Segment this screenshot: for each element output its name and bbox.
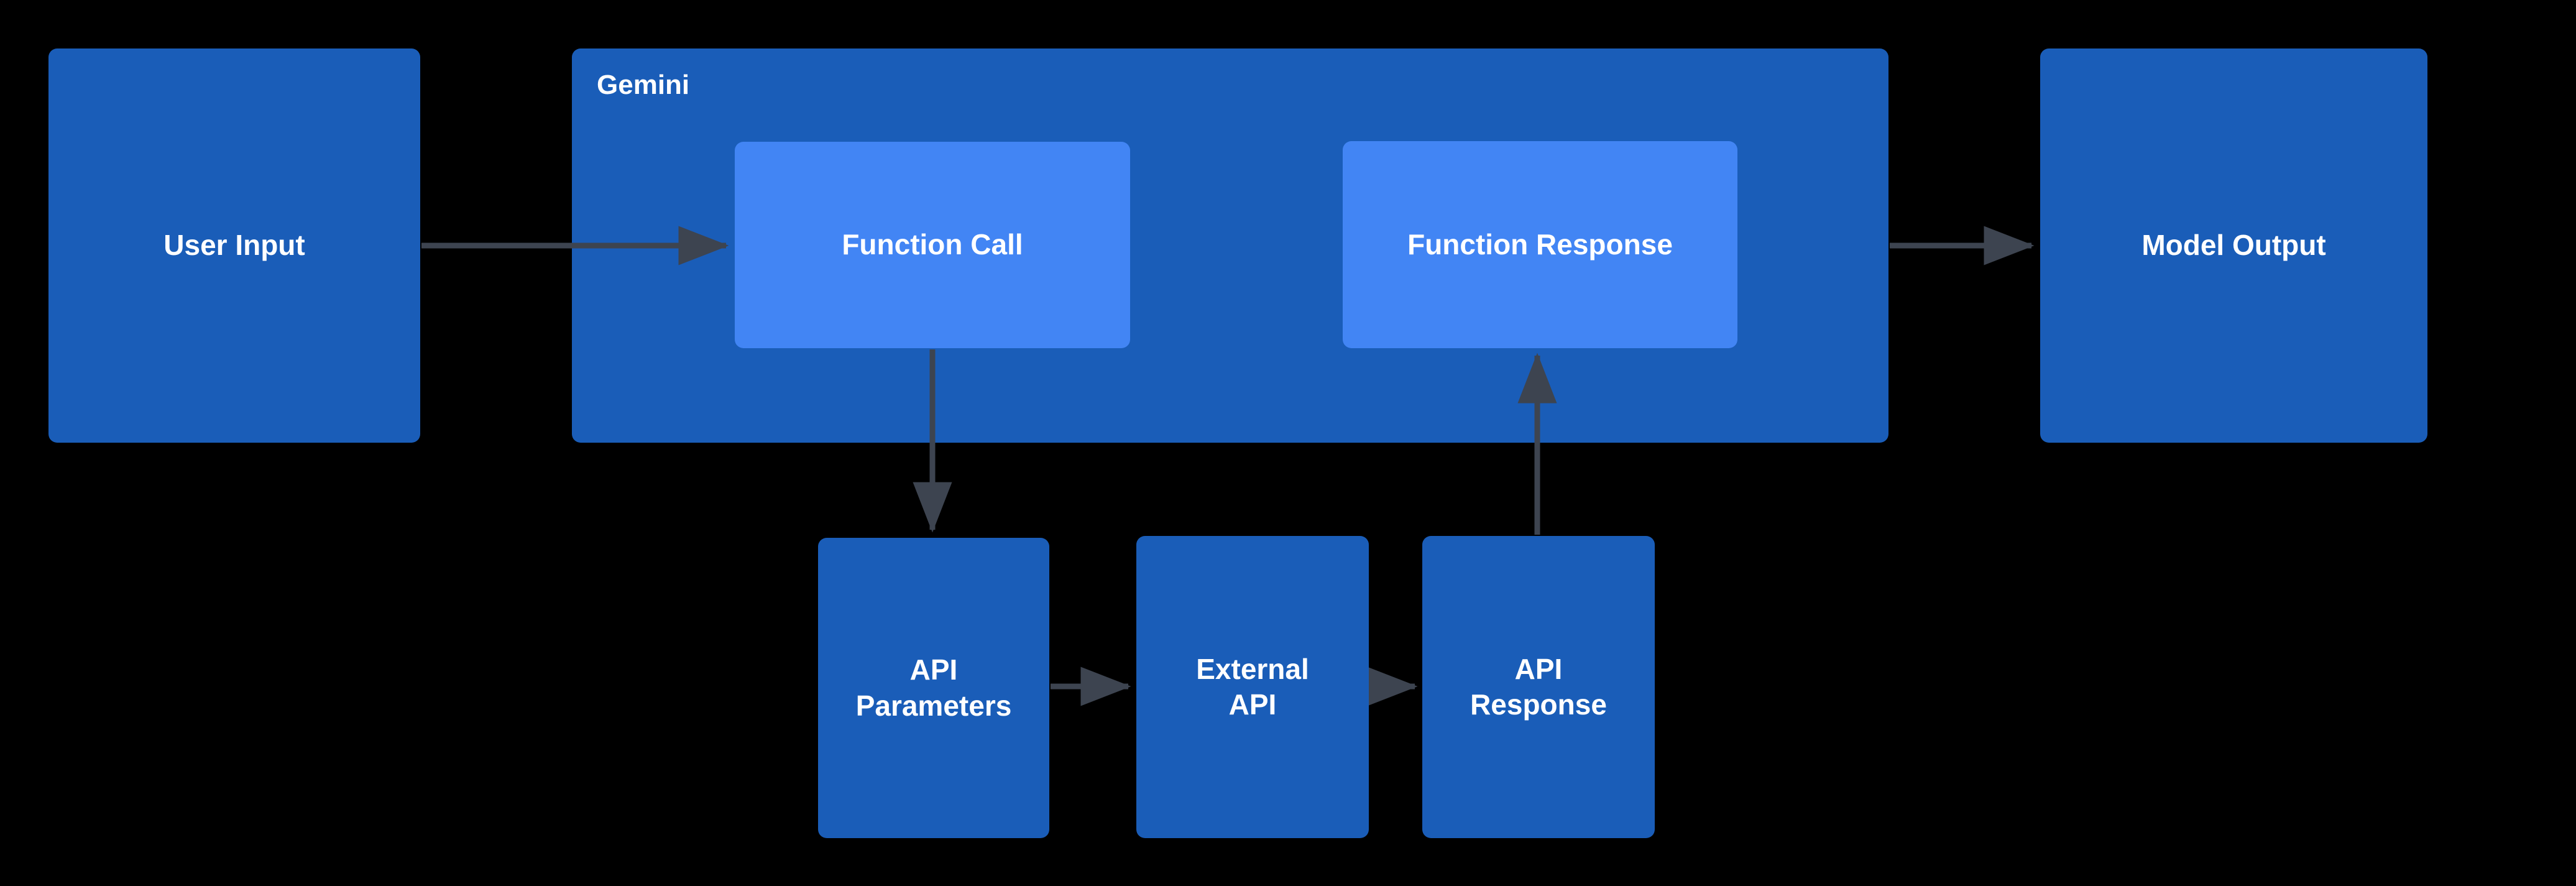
node-external-api-label: External API xyxy=(1196,652,1309,721)
group-gemini-label: Gemini xyxy=(597,70,690,100)
node-model-output[interactable]: Model Output xyxy=(2040,48,2427,443)
node-api-parameters[interactable]: API Parameters xyxy=(818,538,1049,838)
node-api-response[interactable]: API Response xyxy=(1422,536,1655,838)
node-function-call[interactable]: Function Call xyxy=(735,142,1130,348)
node-user-input-label: User Input xyxy=(163,229,305,262)
node-function-response[interactable]: Function Response xyxy=(1343,141,1737,348)
node-function-response-label: Function Response xyxy=(1407,228,1673,261)
node-model-output-label: Model Output xyxy=(2141,229,2326,262)
node-function-call-label: Function Call xyxy=(842,228,1023,261)
node-user-input[interactable]: User Input xyxy=(48,48,420,443)
node-api-response-label: API Response xyxy=(1470,652,1607,721)
node-api-parameters-label: API Parameters xyxy=(855,653,1012,722)
node-external-api[interactable]: External API xyxy=(1136,536,1369,838)
